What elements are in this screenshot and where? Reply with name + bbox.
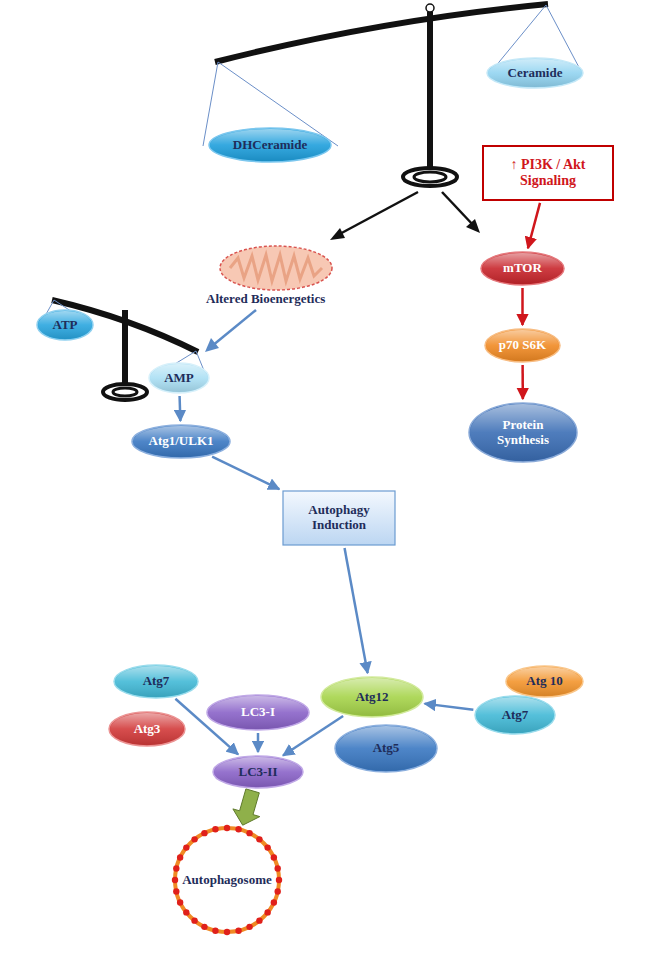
molecule-ellipse: Atg1/ULK1 [131,424,231,459]
block-arrow [233,789,260,825]
arrow-connector [257,733,260,752]
molecule-ellipse: Atg 10 [505,665,584,698]
molecule-ellipse: DHCeramide [208,127,332,163]
node-label: Autophagy Induction [290,503,388,533]
node-label: AMP [164,371,194,386]
vesicle-node: Autophagosome [152,826,302,934]
molecule-ellipse: LC3-I [206,694,310,731]
mitochondrion [205,246,332,352]
molecule-ellipse: Ceramide [486,57,584,89]
node-label: Atg1/ULK1 [149,434,214,449]
arrow-connector [178,396,181,421]
molecule-ellipse: Atg12 [320,676,424,718]
node-label: mTOR [503,261,542,276]
molecule-ellipse: Atg7 [113,664,199,699]
node-label: LC3-I [241,705,275,720]
arrow-connector [521,288,524,325]
process-box: ↑ PI3K / Akt Signaling [482,145,614,201]
molecule-ellipse: mTOR [480,251,565,286]
node-label: Atg3 [134,722,161,737]
arrow-connector [345,548,368,673]
node-label: ↑ PI3K / Akt Signaling [490,157,606,189]
arrow-connector [212,457,279,490]
node-label: p70 S6K [499,338,546,353]
node-label: Protein Synthesis [483,418,563,448]
node-label: ATP [52,318,77,333]
molecule-ellipse: Atg7 [474,695,556,735]
molecule-ellipse: LC3-II [212,755,304,789]
node-label: Autophagosome [180,873,274,888]
molecule-ellipse: Atg5 [334,724,438,773]
molecule-ellipse: Atg3 [108,711,186,747]
node-label: Atg7 [502,708,529,723]
node-label: Ceramide [508,66,563,81]
molecule-ellipse: Protein Synthesis [468,402,578,463]
arrow-connector [528,203,540,248]
node-label: LC3-II [238,765,277,780]
molecule-ellipse: ATP [36,309,94,341]
arrow-connector [521,365,524,399]
molecule-ellipse: p70 S6K [484,328,561,363]
node-label: Atg 10 [526,674,562,689]
node-label: Atg7 [143,674,170,689]
node-label: Atg12 [355,690,388,705]
node-label: Atg5 [373,741,400,756]
arrow-connector [425,704,474,710]
molecule-ellipse: AMP [148,362,210,394]
balance-scale [203,4,582,240]
node-label: DHCeramide [233,138,307,153]
annotation-label: Altered Bioenergetics [206,291,325,307]
process-box: Autophagy Induction [282,490,396,546]
